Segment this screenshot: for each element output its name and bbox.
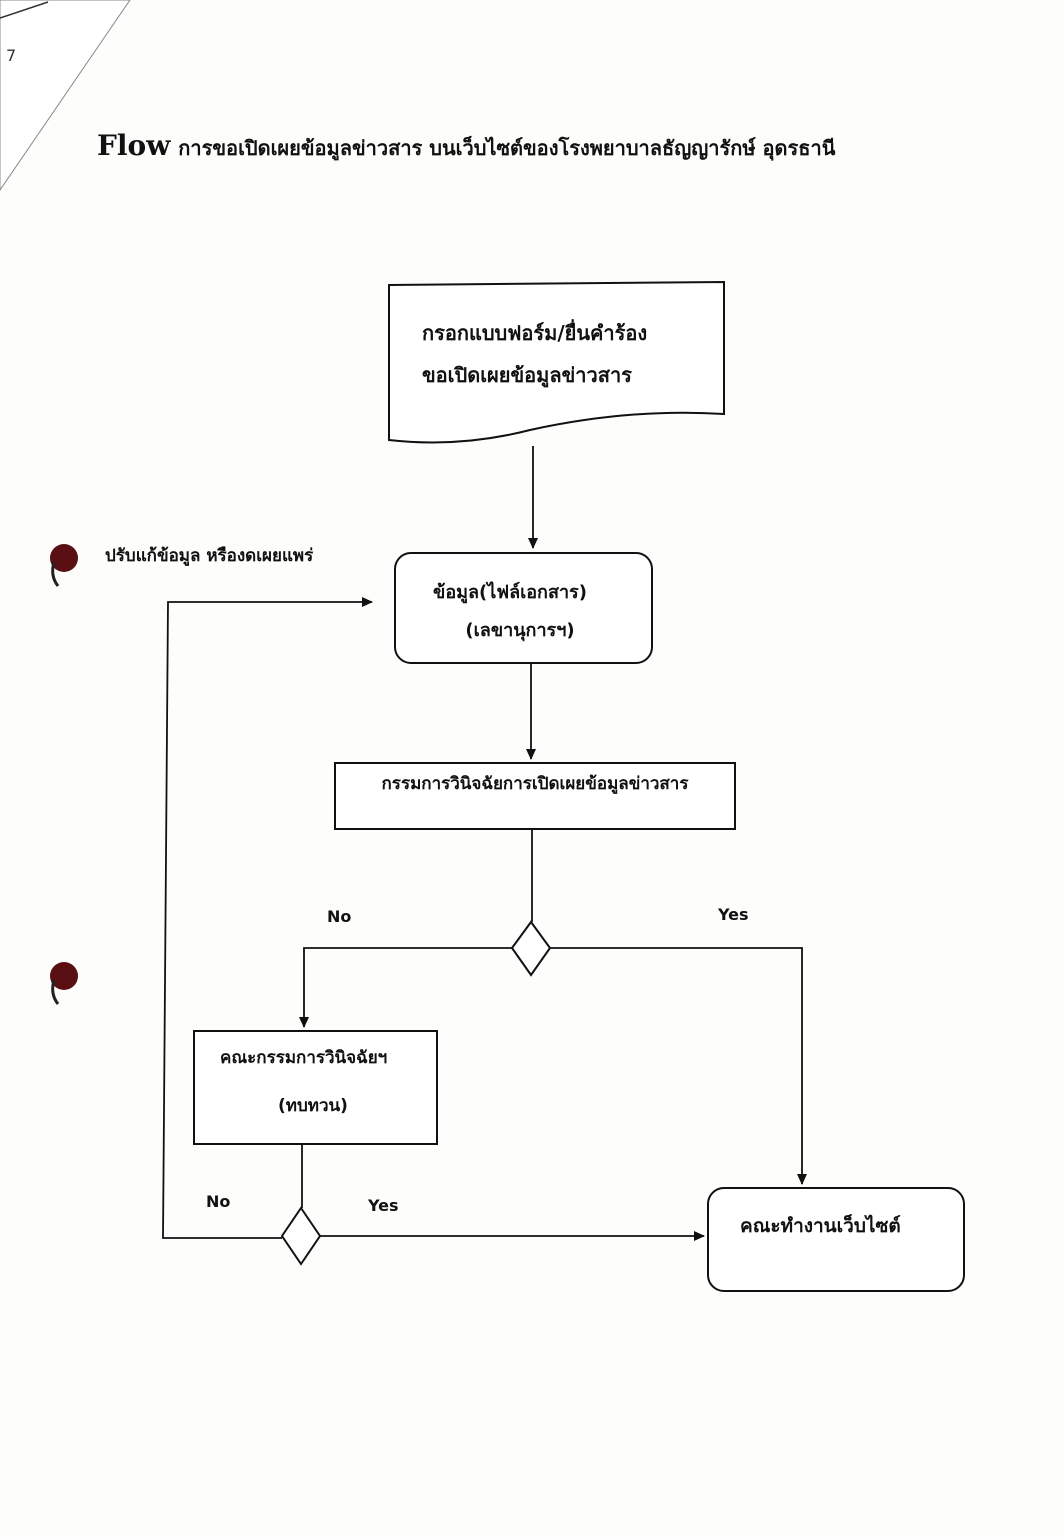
title-prefix: Flow [97, 129, 171, 162]
punch-hole-bottom [50, 962, 78, 1005]
title-text: การขอเปิดเผยข้อมูลข่าวสาร บนเว็บไซต์ของโ… [178, 136, 836, 160]
request-form-document-shape [388, 280, 725, 444]
data-files-line2: (เลขานุการฯ) [465, 620, 575, 641]
request-form-line2: ขอเปิดเผยข้อมูลข่าวสาร [422, 363, 632, 387]
website-team-text: คณะทำงานเว็บไซต์ [740, 1215, 901, 1237]
review-committee-box [193, 1030, 438, 1145]
arrow-diamond1-no-to-review [299, 947, 512, 1028]
decision2-no-label: No [206, 1192, 231, 1211]
website-team-box [707, 1187, 965, 1292]
page-number: 7 [6, 46, 17, 65]
decision-diamond-1 [510, 920, 552, 977]
decision1-no-label: No [327, 907, 352, 926]
data-files-box [394, 552, 653, 664]
decision-committee-text: กรรมการวินิจฉัยการเปิดเผยข้อมูลข่าวสาร [381, 774, 689, 794]
revise-data-note: ปรับแก้ข้อมูล หรืองดเผยแพร่ [105, 546, 314, 566]
review-committee-line1: คณะกรรมการวินิจฉัยฯ [220, 1048, 388, 1068]
data-files-line1: ข้อมูล(ไฟล์เอกสาร) [433, 582, 587, 603]
decision-diamond-2 [280, 1206, 322, 1266]
decision-committee-box [334, 762, 736, 830]
page-title: Flow การขอเปิดเผยข้อมูลข่าวสาร บนเว็บไซต์… [97, 128, 997, 166]
data-files-text: ข้อมูล(ไฟล์เอกสาร) (เลขานุการฯ) [395, 574, 625, 650]
folded-corner [0, 0, 131, 191]
decision2-yes-label: Yes [368, 1196, 399, 1215]
request-form-line1: กรอกแบบฟอร์ม/ยื่นคำร้อง [422, 321, 648, 345]
review-committee-line2: (ทบทวน) [278, 1096, 348, 1116]
decision1-yes-label: Yes [718, 905, 749, 924]
arrow-diamond2-no-to-data [162, 597, 373, 1239]
punch-hole-top [50, 544, 78, 587]
arrow-diamond1-yes-to-website [550, 947, 807, 1185]
request-form-text: กรอกแบบฟอร์ม/ยื่นคำร้อง ขอเปิดเผยข้อมูลข… [422, 312, 647, 396]
review-committee-text: คณะกรรมการวินิจฉัยฯ (ทบทวน) [220, 1044, 387, 1120]
